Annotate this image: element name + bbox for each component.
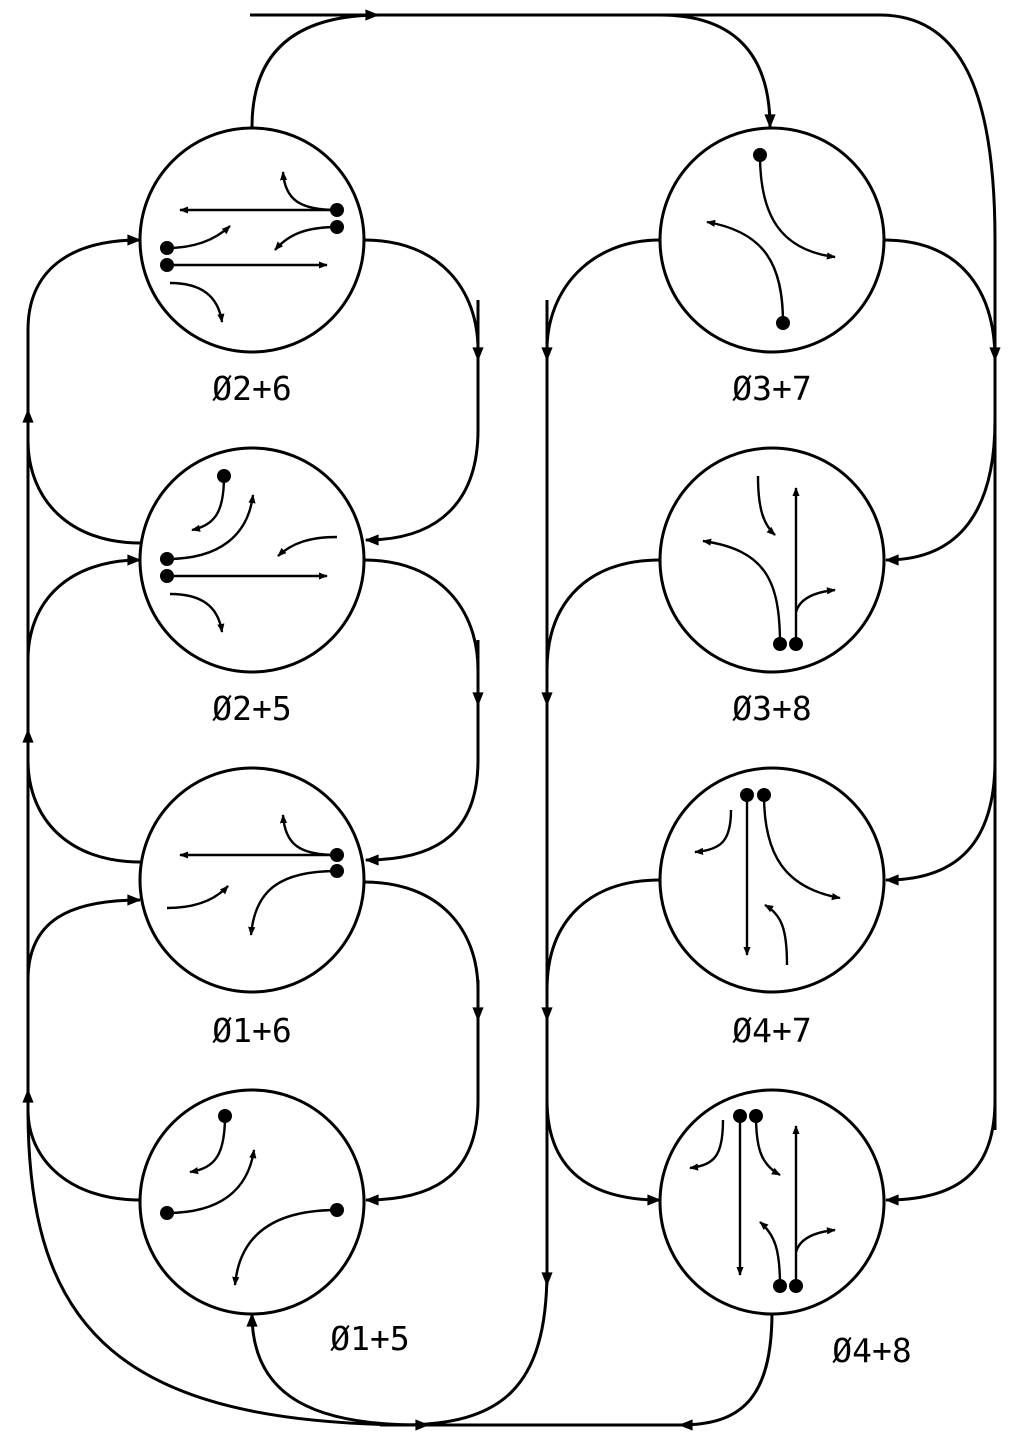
flow-to-p25-right [364,429,480,546]
phase-label-p3-7: Ø3+7 [732,369,811,408]
flow-p37-out-right [883,238,997,361]
phase-circle-p3-7 [658,126,886,354]
flow-bottom-to-p15 [246,1312,421,1427]
flow-outer-right [879,13,997,1130]
flow-p38-out-left [545,558,661,671]
flow-p26-out-right [363,238,480,430]
flow-to-p48-right [884,1099,997,1206]
flow-p16-out-left [26,759,141,864]
flow-p15-out-left [26,1109,141,1202]
phase-label-p3-8: Ø3+8 [732,689,811,728]
flow-to-p47-right [884,759,997,886]
phase-label-p4-8: Ø4+8 [832,1331,911,1370]
flow-p47-out-left [545,878,661,991]
phase-circle-p2-5 [138,446,366,674]
flow-p16-out-right [363,880,480,1100]
phase-circle-p3-8 [658,446,886,674]
flow-to-p25 [26,554,142,661]
flow-to-p15-right [364,1099,480,1206]
flow-center-to-bottom [399,1269,549,1427]
flow-p37-out-left [545,238,661,1270]
phase-label-p2-5: Ø2+5 [212,689,291,728]
phase-label-p2-6: Ø2+6 [212,369,291,408]
phase-circle-p1-5 [138,1088,366,1316]
phase-circle-p4-8 [658,1088,886,1316]
flow-to-p38-right [884,419,997,566]
flow-to-p26 [26,234,142,331]
phase-circle-p4-7 [658,766,886,994]
phase-label-p1-5: Ø1+5 [330,1319,409,1358]
flow-to-p48-left [545,1099,662,1206]
flow-bottom-outer [26,1109,680,1427]
phase-circle-p2-6 [138,126,366,354]
flow-lines [22,9,1001,1431]
flow-top-to-p37 [659,13,776,129]
flow-p48-out-bottom [678,1311,774,1431]
phase-label-p4-7: Ø4+7 [732,1011,811,1050]
flow-to-p16-right [364,759,480,866]
phase-circle-p1-6 [138,766,366,994]
flow-to-p16 [26,894,142,981]
flow-top-loop [250,13,381,128]
flow-p25-out-left [26,439,141,545]
phase-label-p1-6: Ø1+6 [212,1011,291,1050]
flow-p25-out-right [363,558,480,760]
